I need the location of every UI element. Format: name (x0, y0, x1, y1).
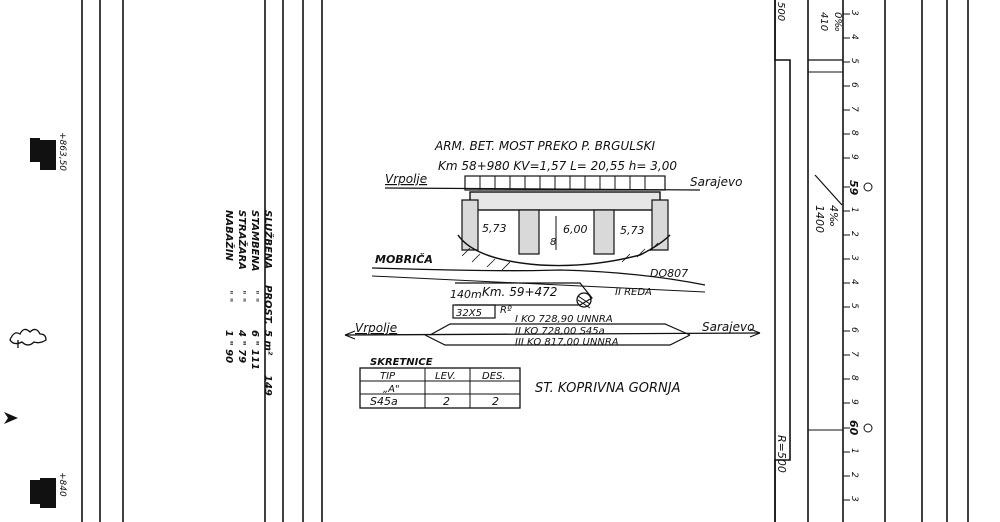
elevation-upper-label: +863,50 (57, 132, 67, 171)
road-label: DO807 (650, 267, 688, 280)
hm-7a: 7 (849, 106, 859, 112)
km59-label: 59 (847, 180, 860, 196)
hm-2c: 2 (849, 472, 859, 478)
km59-marker (863, 182, 873, 192)
area-label-1: SLUŽBENA (262, 210, 276, 269)
station-symbol (576, 292, 592, 308)
curve-radius: R=500 (775, 435, 788, 473)
switches-header-lev: LEV. (435, 371, 456, 382)
tree-symbol (9, 328, 47, 348)
hm-2b: 2 (849, 231, 859, 237)
switches-row2-tip: S45a (370, 395, 398, 408)
track-right-place: Sarajevo (702, 320, 754, 334)
station-km: Km. 59+472 (482, 285, 557, 299)
track-2: II KO 728,00 S45a (515, 326, 605, 337)
station-block: 140m Km. 59+472 II REDA 32X5 Rº Vrpolje … (344, 282, 761, 348)
hm-7b: 7 (849, 351, 859, 357)
km60-marker (863, 423, 873, 433)
grade1-length: 410 (818, 12, 829, 31)
km60-label: 60 (847, 420, 860, 436)
area-ditto-1: " " (249, 290, 260, 302)
switches-row2-des: 2 (492, 395, 499, 408)
hm-1b: 1 (849, 207, 859, 213)
switches-row1-tip: „A" (383, 384, 400, 395)
hm-6b: 6 (849, 327, 859, 333)
span-left: 5,73 (482, 222, 507, 235)
hm-9a: 9 (849, 154, 859, 160)
elevation-marker-lower: +840 (30, 472, 67, 508)
areas-block: SLUŽBENA STAMBENA STRAŽARA NABAŽIN PROST… (223, 210, 276, 396)
area-value-4: 1 " 90 (223, 330, 234, 363)
switches-title: SKRETNICE (370, 357, 433, 368)
grid-lines (81, 0, 969, 522)
grade2-value: 4‰ (827, 205, 840, 227)
hm-4b: 4 (849, 279, 859, 285)
hm-9b: 9 (849, 399, 859, 405)
hm-6a: 6 (849, 82, 859, 88)
bridge-title: ARM. BET. MOST PREKO P. BRGULSKI (434, 139, 655, 153)
hm-5b: 5 (849, 303, 859, 309)
river-label: MOBRIČA (375, 252, 433, 266)
bridge-right-place: Sarajevo (690, 175, 742, 189)
station-regulation: II REDA (615, 287, 652, 298)
bridge-block: ARM. BET. MOST PREKO P. BRGULSKI Km 58+9… (371, 139, 742, 293)
hm-8b: 8 (849, 375, 859, 381)
area-ditto-3: " " (223, 290, 234, 302)
area-value-1: 149 (262, 375, 273, 396)
grade1-value: 0‰ (832, 12, 843, 32)
pier-height: 8 (550, 237, 556, 248)
hm-4a: 4 (849, 34, 859, 40)
area-label-3: STRAŽARA (236, 210, 250, 270)
bridge-specs: Km 58+980 KV=1,57 L= 20,55 h= 3,00 (438, 159, 677, 173)
station-building-code: Rº (500, 305, 512, 316)
track-1: I KO 728,90 UNNRA (515, 314, 613, 325)
elevation-marker-upper: +863,50 (30, 132, 67, 171)
track-left-place: Vrpolje (355, 321, 397, 335)
switches-header-tip: TIP (380, 371, 396, 382)
station-name: ST. KOPRIVNA GORNJA (535, 381, 680, 396)
switches-table: SKRETNICE TIP LEV. DES. „A" S45a 2 2 (359, 357, 521, 409)
hm-3a: 3 (849, 10, 859, 16)
switches-header-des: DES. (482, 371, 506, 382)
area-label-4: NABAŽIN (223, 210, 237, 261)
area-ditto-2: " " (236, 290, 247, 302)
hm-8a: 8 (849, 130, 859, 136)
bridge-left-place: Vrpolje (385, 172, 427, 186)
area-unit: 5 m² (262, 330, 273, 356)
grade2-length: 1400 (813, 205, 826, 233)
area-label-2: STAMBENA (249, 210, 260, 272)
area-prost: PROST. (262, 285, 273, 325)
area-value-3: 4 " 79 (236, 329, 247, 363)
hm-3b: 3 (849, 255, 859, 261)
span-center: 6,00 (563, 223, 588, 236)
station-pos: 140m (450, 288, 482, 301)
station-building: 32X5 (456, 308, 482, 319)
switches-row2-lev: 2 (443, 395, 450, 408)
span-right: 5,73 (620, 224, 645, 237)
track-3: III KO 817,00 UNNRA (515, 337, 619, 348)
profile-band: 500 0‰ 410 4‰ 1400 R=500 59 60 3 4 5 (774, 0, 873, 522)
profile-km-mark-top: 500 (775, 2, 786, 21)
elevation-lower-label: +840 (57, 472, 67, 497)
hm-3c: 3 (849, 496, 859, 502)
hm-1c: 1 (849, 448, 859, 454)
arrow-symbol (4, 412, 18, 424)
hm-5a: 5 (849, 58, 859, 64)
area-value-2: 6 " 111 (249, 330, 260, 370)
